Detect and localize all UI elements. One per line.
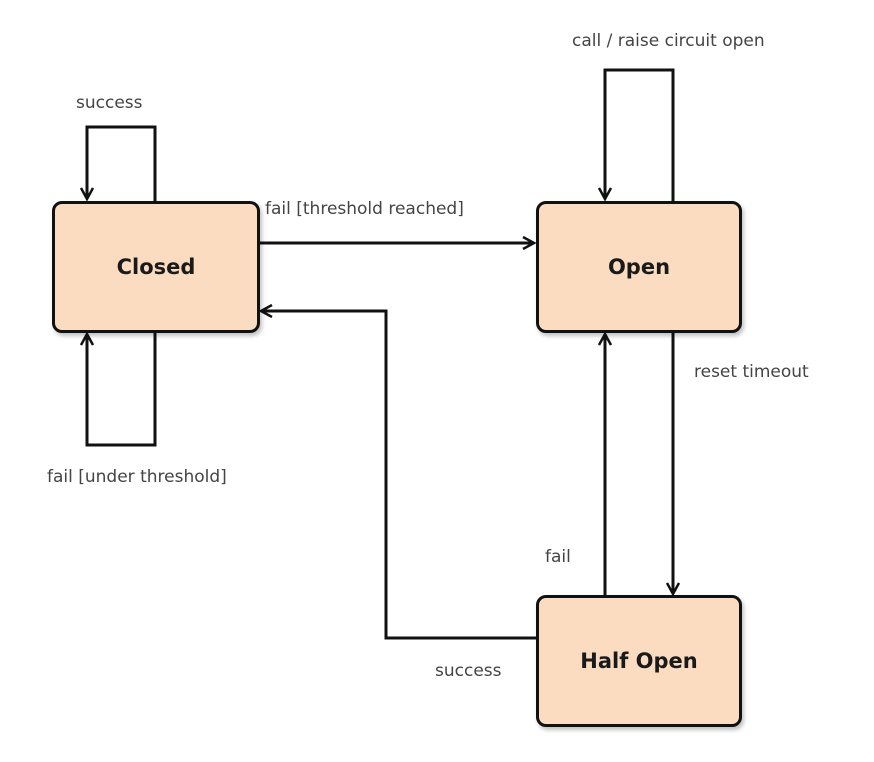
open-self-loop-arrow	[605, 68, 675, 201]
closed-fail-loop-arrow	[87, 332, 157, 447]
label-closed-success: success	[76, 93, 143, 113]
halfopen-to-closed-arrow	[261, 311, 537, 640]
label-halfopen-fail: fail	[545, 547, 571, 567]
closed-success-loop-arrow	[87, 125, 157, 201]
label-reset-timeout: reset timeout	[694, 362, 809, 382]
label-closed-fail-under-threshold: fail [under threshold]	[47, 467, 227, 487]
label-fail-threshold-reached: fail [threshold reached]	[265, 199, 464, 219]
state-closed-label: Closed	[116, 255, 196, 279]
state-closed[interactable]: Closed	[52, 201, 260, 333]
label-call-raise-circuit-open: call / raise circuit open	[572, 31, 765, 51]
state-open-label: Open	[607, 255, 671, 279]
state-half-open-label: Half Open	[580, 649, 698, 673]
state-open[interactable]: Open	[536, 201, 742, 333]
label-halfopen-success: success	[435, 661, 502, 681]
state-half-open[interactable]: Half Open	[536, 595, 742, 727]
